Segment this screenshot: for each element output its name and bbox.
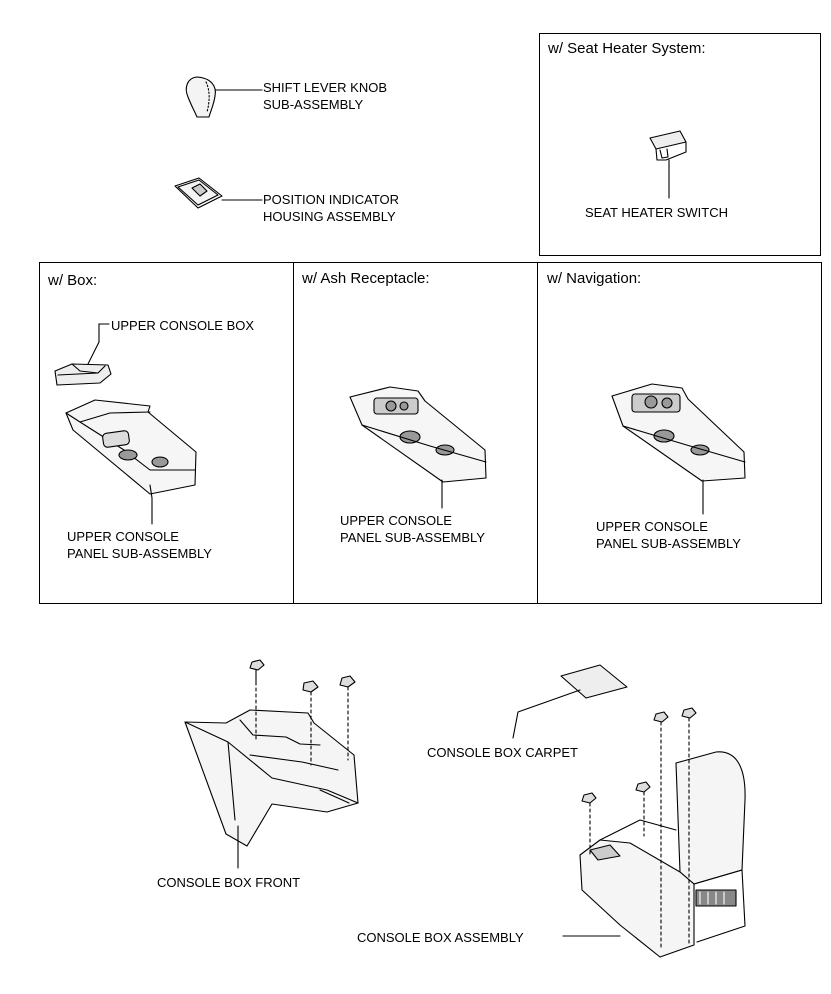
upper-console-box-label: UPPER CONSOLE BOX [111,318,255,333]
console-box-carpet-drawing [512,664,628,739]
position-indicator-drawing [174,177,263,209]
seat-heater-switch-drawing [649,130,687,199]
upper-console-box-drawing [54,323,112,386]
console-box-assembly-label: CONSOLE BOX ASSEMBLY [357,930,524,945]
seat-heater-switch-label: SEAT HEATER SWITCH [585,205,729,220]
navigation-heading: w/ Navigation: [547,270,642,287]
shift-lever-knob-drawing [185,76,263,118]
panel-divider-1 [293,262,295,604]
console-box-front-drawing [184,659,359,869]
variants-panel [39,262,822,604]
panel-divider-2 [537,262,539,604]
console-box-carpet-label: CONSOLE BOX CARPET [427,745,578,760]
seat-heater-panel [539,33,821,256]
upper-console-panel-drawing-nav [611,383,746,515]
ash-receptacle-heading: w/ Ash Receptacle: [302,270,430,287]
upper-console-panel-drawing-ash [349,386,487,509]
console-box-front-label: CONSOLE BOX FRONT [157,875,301,890]
upper-console-panel-drawing-box [65,399,197,525]
box-heading: w/ Box: [48,272,98,289]
seat-heater-heading: w/ Seat Heater System: [548,40,706,57]
console-box-assembly-drawing [562,707,746,958]
